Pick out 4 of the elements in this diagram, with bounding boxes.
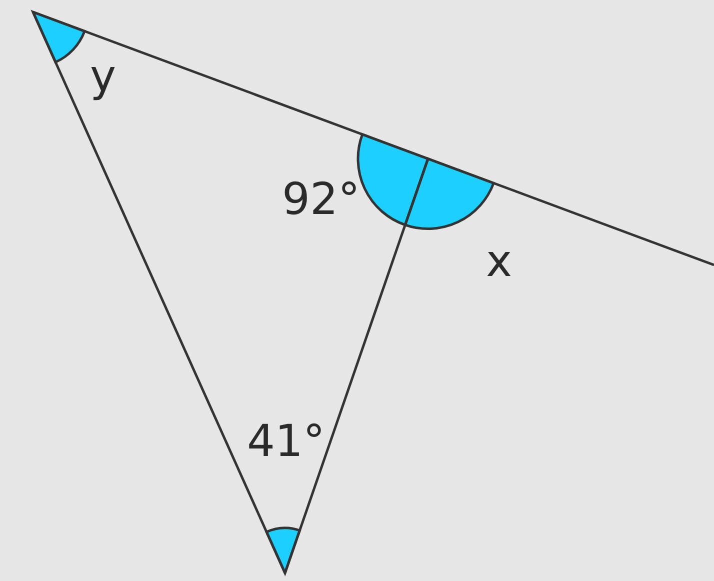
angle-label: 92°	[282, 178, 360, 222]
angle-label: x	[486, 240, 512, 284]
angle-label: 41°	[247, 420, 325, 464]
angle-label: y	[90, 55, 116, 99]
